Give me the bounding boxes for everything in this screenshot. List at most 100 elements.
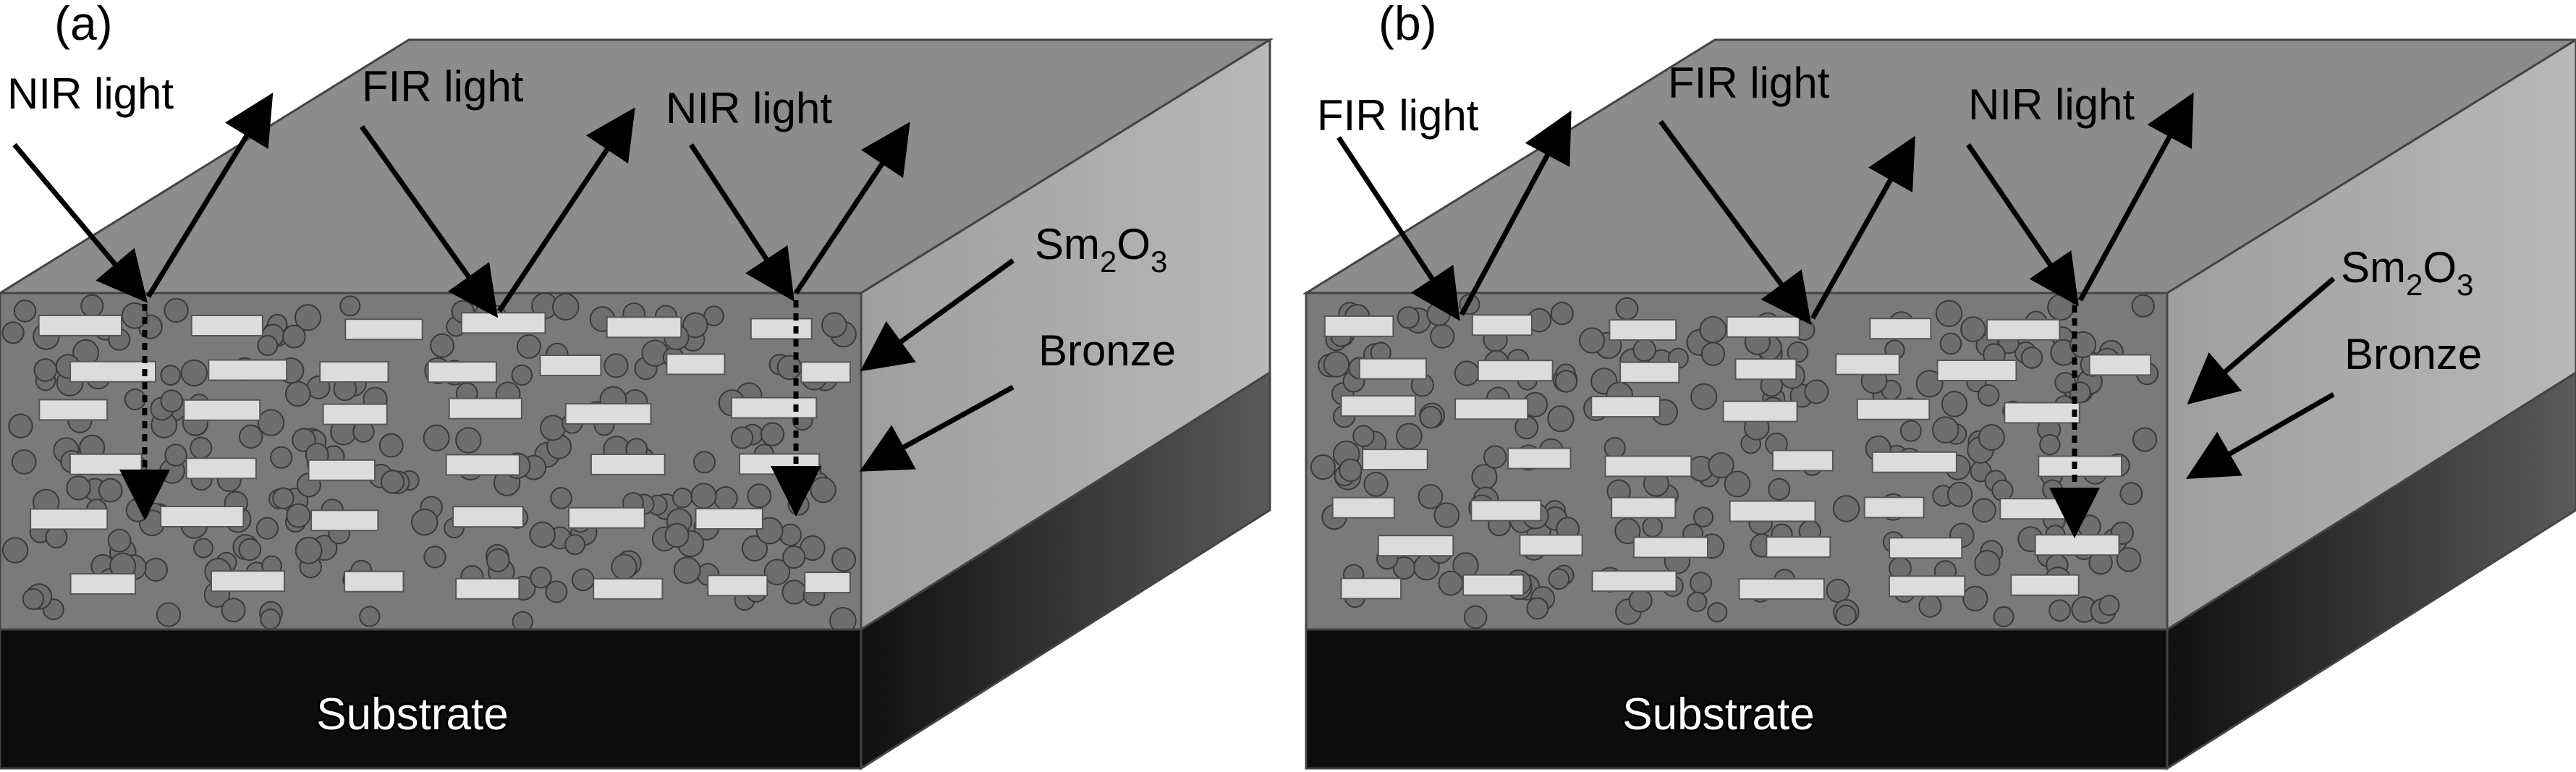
bronze-flake — [344, 570, 404, 593]
sm2o3-particle — [272, 487, 295, 509]
sm2o3-particle — [1915, 370, 1944, 398]
bronze-flake — [1835, 353, 1900, 376]
bronze-flake — [1471, 314, 1533, 336]
bronze-flake — [211, 570, 285, 593]
sm2o3-particle — [1363, 472, 1389, 497]
sm2o3-particle — [2131, 294, 2155, 318]
incident-arrow — [360, 124, 499, 318]
bronze-flake — [69, 453, 143, 475]
bronze-flake — [1611, 496, 1677, 519]
sm2o3-particle — [810, 476, 836, 504]
bronze-flake — [1889, 537, 1963, 559]
sm2o3-particle — [664, 522, 690, 548]
sm2o3-particle — [1, 321, 25, 344]
sm2o3-particle — [530, 567, 552, 589]
bronze-flake — [590, 453, 666, 475]
sm2o3-particle — [516, 334, 541, 359]
bronze-pointer — [859, 384, 1014, 472]
sm2o3-particle — [1642, 516, 1664, 538]
bronze-flake — [322, 403, 388, 425]
sm2o3-particle — [1310, 454, 1336, 480]
panel-a: Substrate (a) NIR light FIR light NIR li… — [0, 0, 1274, 771]
sm2o3-particle — [1547, 405, 1575, 433]
bronze-flake — [1871, 451, 1957, 473]
bronze-flake — [1869, 318, 1932, 340]
sm2o3-particle — [831, 547, 857, 572]
bronze-flake — [30, 508, 109, 530]
sm2o3-particle — [2042, 479, 2064, 501]
sm2o3-particle — [11, 449, 37, 475]
bronze-flake — [2034, 534, 2120, 556]
sm2o3-particle — [1826, 578, 1850, 603]
substrate-layer — [0, 628, 863, 770]
sm2o3-particle — [98, 478, 123, 503]
sm2o3-particle — [1554, 370, 1578, 393]
sm2o3-particle — [1918, 594, 1942, 618]
sm2o3-particle — [1787, 341, 1809, 363]
sm2o3-pointer — [2187, 276, 2336, 405]
sm2o3-particle — [1603, 437, 1626, 459]
sm2o3-particle — [1972, 498, 1996, 523]
sm2o3-particle — [1708, 452, 1734, 479]
bronze-flake — [1470, 499, 1542, 522]
panel-label: (b) — [1378, 0, 1437, 50]
sm2o3-particle — [1962, 585, 1988, 611]
sm2o3-particle — [221, 598, 246, 623]
sm2o3-particle — [1323, 351, 1350, 378]
sm2o3-particle — [571, 568, 595, 592]
sm2o3-particle — [779, 523, 802, 546]
bronze-flake — [1856, 398, 1931, 420]
flake-group-a — [30, 312, 852, 600]
bronze-flake — [1609, 319, 1677, 341]
sm2o3-particle — [1548, 568, 1570, 590]
sm2o3-particle — [731, 426, 754, 449]
sm2o3-particle — [611, 553, 637, 580]
incident-arrow — [1966, 143, 2079, 307]
sm2o3-particle — [2119, 482, 2143, 506]
sm2o3-particle — [294, 304, 322, 331]
bronze-flake — [1377, 535, 1454, 557]
sm2o3-particle — [1690, 383, 1718, 410]
sm2o3-particle — [821, 312, 847, 339]
sm2o3-particle — [1433, 502, 1460, 528]
sm2o3-particle — [1977, 384, 2000, 407]
incident-arrow — [1658, 119, 1812, 326]
bronze-flake — [208, 359, 288, 381]
sm2o3-particle — [1941, 391, 1968, 417]
sm2o3-particle — [747, 483, 772, 509]
bronze-flake — [1619, 361, 1680, 383]
substrate-label: Substrate — [316, 690, 508, 739]
sm2o3-particle — [190, 436, 213, 459]
sm2o3-particle — [1946, 481, 1973, 508]
bronze-flake — [38, 399, 109, 421]
sm2o3-particle — [1932, 416, 1959, 444]
light-label: FIR light — [362, 62, 524, 111]
sm2o3-particle — [545, 580, 568, 603]
bronze-flake — [800, 361, 852, 383]
bronze-flake — [606, 316, 682, 339]
sm2o3-particle — [180, 359, 208, 387]
sm2o3-particle — [423, 546, 446, 569]
sm2o3-particle — [781, 580, 807, 605]
bronze-flake — [1362, 449, 1428, 471]
light-label: NIR light — [666, 84, 832, 132]
sm2o3-particle — [2039, 433, 2061, 456]
sm2o3-particle — [193, 538, 213, 559]
sm2o3-particle — [1430, 323, 1455, 349]
sm2o3-particle — [2054, 372, 2077, 394]
sm2o3-particle — [1426, 302, 1451, 326]
sm2o3-particle — [295, 536, 323, 564]
sm2o3-particle — [1463, 605, 1488, 629]
sm2o3-particle — [713, 486, 738, 511]
sm2o3-particle — [381, 470, 404, 494]
bronze-flake — [2038, 455, 2123, 478]
sm2o3-particle — [1396, 423, 1423, 450]
light-label: NIR light — [1968, 80, 2135, 129]
substrate-layer — [1305, 628, 2169, 770]
sm2o3-particle — [339, 295, 361, 317]
sm2o3-particle — [741, 535, 768, 562]
sm2o3-particle — [455, 427, 482, 454]
sm2o3-particle — [1690, 572, 1713, 595]
sm2o3-particle — [284, 381, 311, 407]
